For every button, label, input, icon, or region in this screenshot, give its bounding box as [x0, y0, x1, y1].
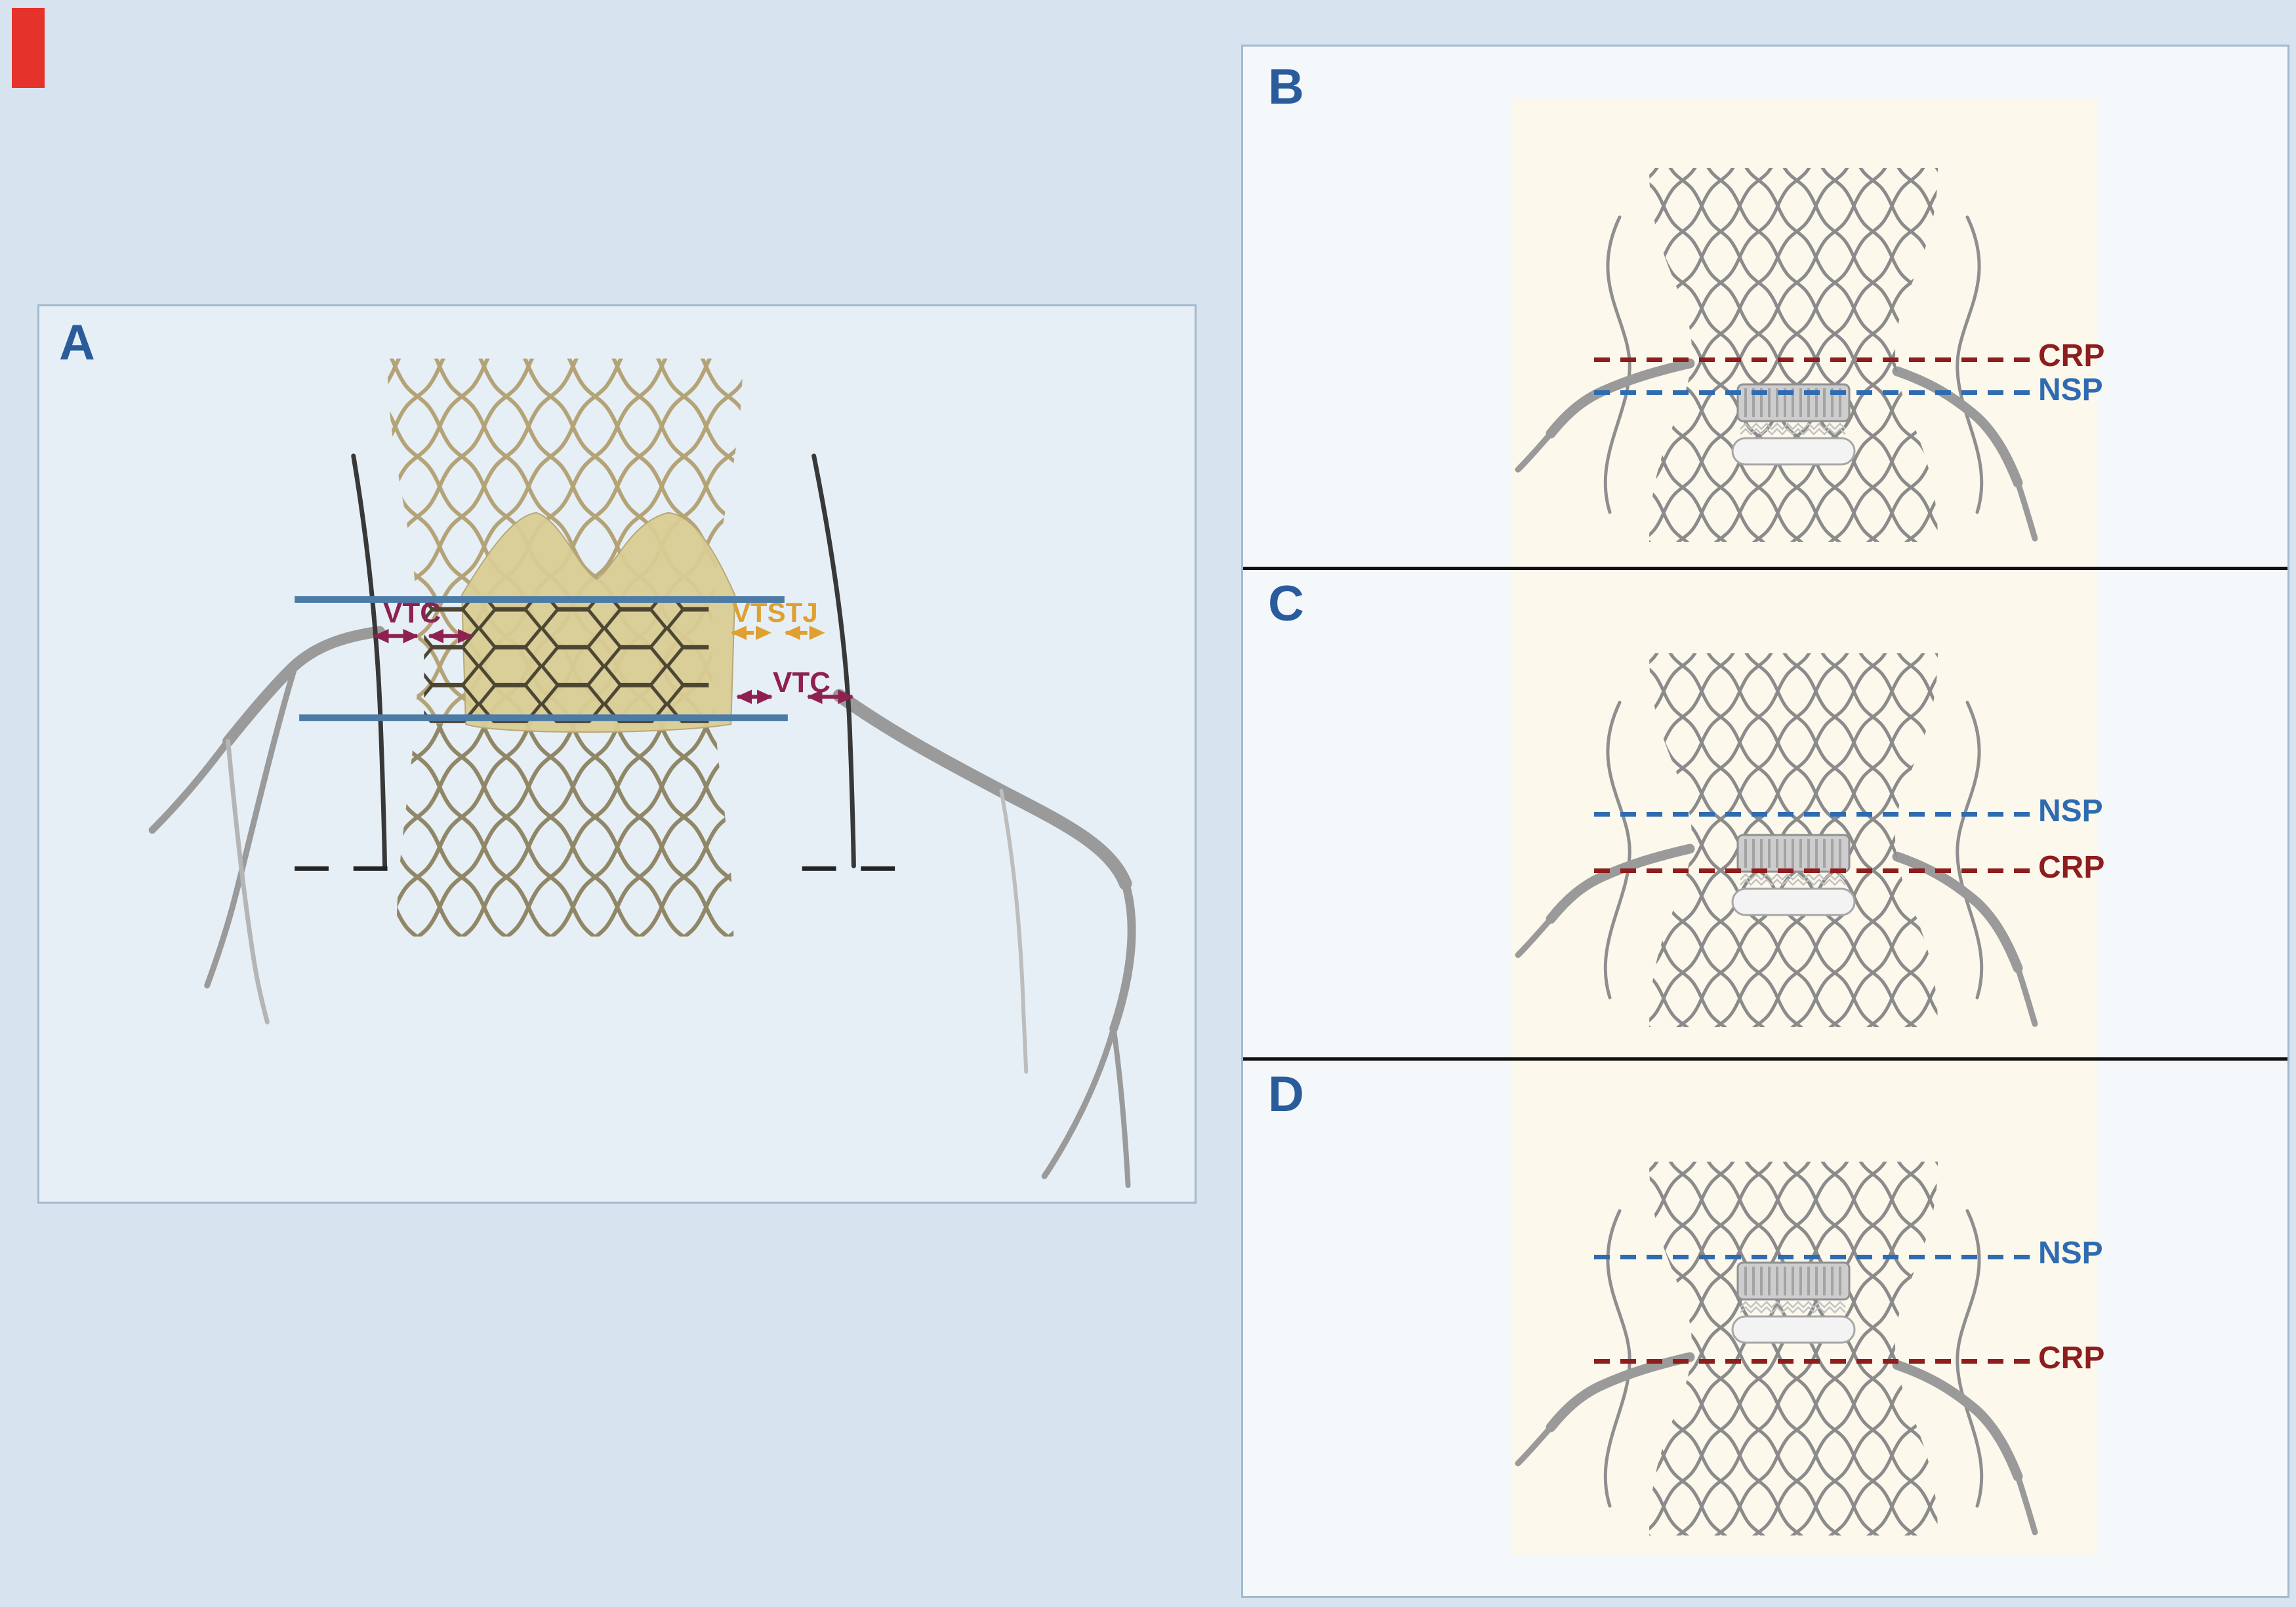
- red-corner-marker: [12, 8, 45, 88]
- panel-divider-1: [1243, 567, 2287, 570]
- nsp-line-b: [1594, 390, 2030, 395]
- crimped-valve-b: [1731, 383, 1856, 466]
- panel-c-label: C: [1268, 576, 1304, 632]
- crp-label-b: CRP: [2038, 338, 2105, 373]
- vtc-right-label: VTC: [773, 666, 830, 699]
- left-coronary-artery: [148, 626, 386, 1025]
- crp-label-d: CRP: [2038, 1341, 2105, 1375]
- nsp-line-c: [1594, 812, 2030, 817]
- panel-b-label: B: [1268, 59, 1304, 115]
- vtstj-label: VTSTJ: [732, 597, 818, 628]
- crp-label-c: CRP: [2038, 850, 2105, 885]
- nsp-label-b: NSP: [2038, 373, 2103, 407]
- nsp-label-c: NSP: [2038, 794, 2103, 828]
- tav-frame-lower-mesh: [387, 724, 743, 937]
- crp-line-b: [1594, 357, 2030, 362]
- stent-scene-d: [1511, 1149, 2076, 1555]
- crp-line-c: [1594, 868, 2030, 873]
- panel-a-illustration: [148, 358, 1136, 1189]
- vtc-left-label: VTC: [383, 597, 441, 629]
- nsp-label-d: NSP: [2038, 1236, 2103, 1271]
- crimped-valve-c: [1731, 834, 1856, 916]
- panel-bcd-container: B CRP NSP C NSP CRP D NSP CRP: [1241, 45, 2289, 1598]
- reference-lines: [295, 596, 788, 722]
- panel-divider-2: [1243, 1057, 2287, 1061]
- tav-hex-band: [424, 601, 709, 723]
- nsp-line-d: [1594, 1255, 2030, 1259]
- right-coronary-artery: [832, 689, 1136, 1189]
- crp-line-d: [1594, 1359, 2030, 1364]
- panel-a-label: A: [59, 315, 95, 371]
- panel-a: A VTC VTSTJ VTC: [37, 304, 1197, 1204]
- aortic-wall-lines: [351, 453, 856, 868]
- crimped-valve-d: [1731, 1261, 1856, 1344]
- panel-d-label: D: [1268, 1067, 1304, 1122]
